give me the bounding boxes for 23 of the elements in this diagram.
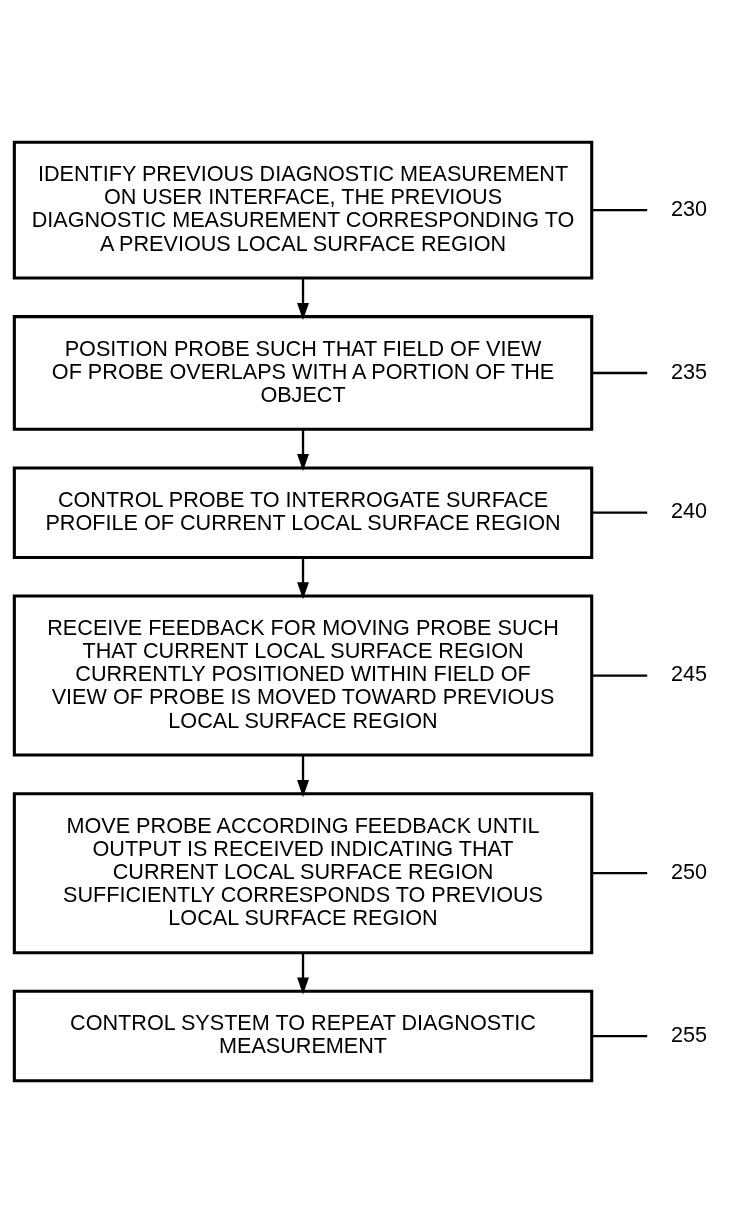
node-box: CONTROL SYSTEM TO REPEAT DIAGNOSTIC MEASUREMENT — [12, 989, 594, 1082]
node-text: 250 — [670, 858, 708, 884]
connector — [591, 1034, 648, 1037]
node-text: 245 — [670, 660, 708, 686]
node-text: 235 — [670, 358, 708, 384]
connector — [591, 371, 648, 374]
arrow — [297, 557, 309, 599]
node-text: 240 — [670, 497, 708, 523]
node-box: POSITION PROBE SUCH THAT FIELD OF VIEW OF PROBE OVERLAPS WITH A PORTION OF THE OBJECT — [12, 314, 594, 431]
connector — [591, 673, 648, 677]
arrow — [297, 429, 309, 471]
connector — [591, 511, 648, 514]
node-box: RECEIVE FEEDBACK FOR MOVING PROBE SUCH THAT CURRENT LOCAL SURFACE REGION CURRENTLY POSITIONED WITHIN FIELD OF VIEW OF PROBE IS MOVED TOWARD PREVIOUS LOCAL SURFACE REGION — [12, 594, 594, 757]
node-text: 230 — [670, 195, 708, 221]
arrow — [297, 754, 309, 797]
node-box: CONTROL PROBE TO INTERROGATE SURFACE PROFILE OF CURRENT LOCAL SURFACE REGION — [12, 465, 594, 559]
node-box: MOVE PROBE ACCORDING FEEDBACK UNTIL OUTPUT IS RECEIVED INDICATING THAT CURRENT LOCAL SURFACE REGION SUFFICIENTLY CORRESPONDS TO PREVIOUS LOCAL SURFACE REGION — [12, 791, 594, 954]
connector — [591, 208, 648, 211]
node-box: IDENTIFY PREVIOUS DIAGNOSTIC MEASUREMENT ON USER INTERFACE, THE PREVIOUS DIAGNOSTIC MEASUREMENT CORRESPONDING TO A PREVIOUS LOCAL SURFACE REGION — [12, 140, 594, 280]
node-text: 255 — [670, 1021, 708, 1047]
connector — [591, 871, 648, 874]
arrow — [297, 952, 309, 994]
arrow — [297, 278, 309, 320]
